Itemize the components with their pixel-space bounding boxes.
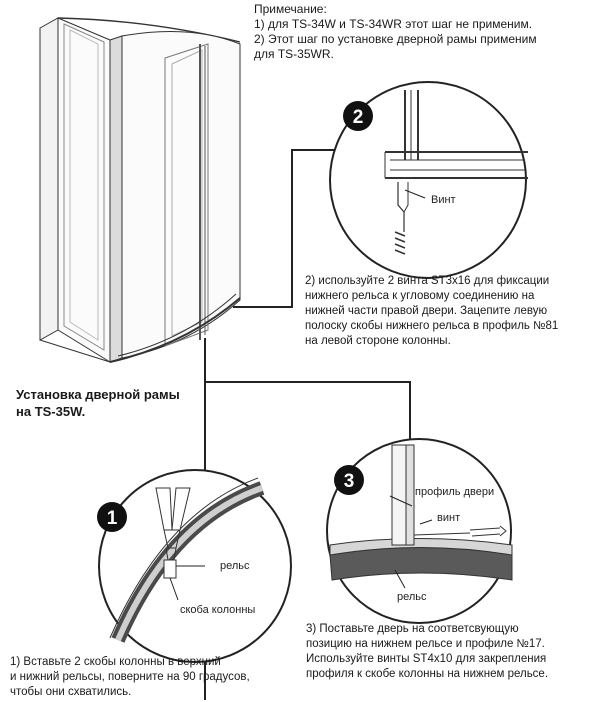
- step-3-line-3: Используйте винты ST4x10 для закрепления: [306, 653, 547, 665]
- section-title: Установка дверной рамы на TS-35W.: [16, 386, 180, 420]
- label-profile-3: профиль двери: [415, 486, 494, 498]
- note-heading: Примечание:: [254, 2, 327, 16]
- step-1-line-3: чтобы они схватились.: [10, 686, 132, 698]
- detail-3-circle: профиль двери винт рельс: [326, 438, 513, 624]
- shower-cabin-drawing: [39, 17, 241, 363]
- step-2-line-2: нижнего рельса к угловому соединению на: [305, 290, 535, 302]
- note-line-1: 1) для TS-34W и TS-34WR этот шаг не прим…: [254, 17, 533, 31]
- badge-3: 3: [334, 465, 364, 495]
- section-title-line-1: Установка дверной рамы: [16, 387, 180, 402]
- label-screw-3: винт: [437, 512, 460, 524]
- badge-1: 1: [97, 502, 127, 532]
- badge-3-number: 3: [344, 471, 355, 492]
- label-rail-3: рельс: [397, 591, 427, 603]
- badge-2-number: 2: [353, 107, 364, 128]
- step-2-line-4: полоску скобы нижнего рельса в профиль №…: [305, 320, 559, 332]
- step-3-instructions: 3) Поставьте дверь на соответсвующую поз…: [306, 622, 548, 682]
- detail-2-circle: Винт: [329, 81, 528, 279]
- step-3-line-2: позицию на нижнем рельсе и профиле №17.: [306, 638, 545, 650]
- note-line-2: 2) Этот шаг по установке дверной рамы пр…: [254, 32, 537, 46]
- step-3-line-4: профиля к скобе колонны на нижнем рельсе…: [306, 668, 549, 680]
- step-1-line-2: и нижний рельсы, поверните на 90 градусо…: [10, 671, 250, 683]
- label-bracket-1: скоба колонны: [180, 604, 255, 616]
- detail-1-circle: рельс скоба колонны: [98, 469, 292, 663]
- note-block: Примечание: 1) для TS-34W и TS-34WR этот…: [254, 2, 537, 62]
- badge-2: 2: [343, 101, 373, 131]
- note-line-3: для TS-35WR.: [254, 47, 334, 61]
- label-screw-2: Винт: [431, 194, 456, 206]
- label-rail-1: рельс: [220, 560, 250, 572]
- section-title-line-2: на TS-35W.: [16, 404, 86, 419]
- badge-1-number: 1: [107, 508, 118, 529]
- step-3-line-1: 3) Поставьте дверь на соответсвующую: [306, 623, 519, 635]
- step-2-instructions: 2) используйте 2 винта ST3x16 для фиксац…: [305, 274, 558, 349]
- step-2-line-5: на левой стороне колонны.: [305, 335, 451, 347]
- step-2-line-3: нижней части правой двери. Зацепите леву…: [305, 305, 548, 317]
- step-1-instructions: 1) Вставьте 2 скобы колонны в верхний и …: [10, 655, 250, 700]
- step-1-line-1: 1) Вставьте 2 скобы колонны в верхний: [10, 656, 221, 668]
- step-2-line-1: 2) используйте 2 винта ST3x16 для фиксац…: [305, 275, 550, 287]
